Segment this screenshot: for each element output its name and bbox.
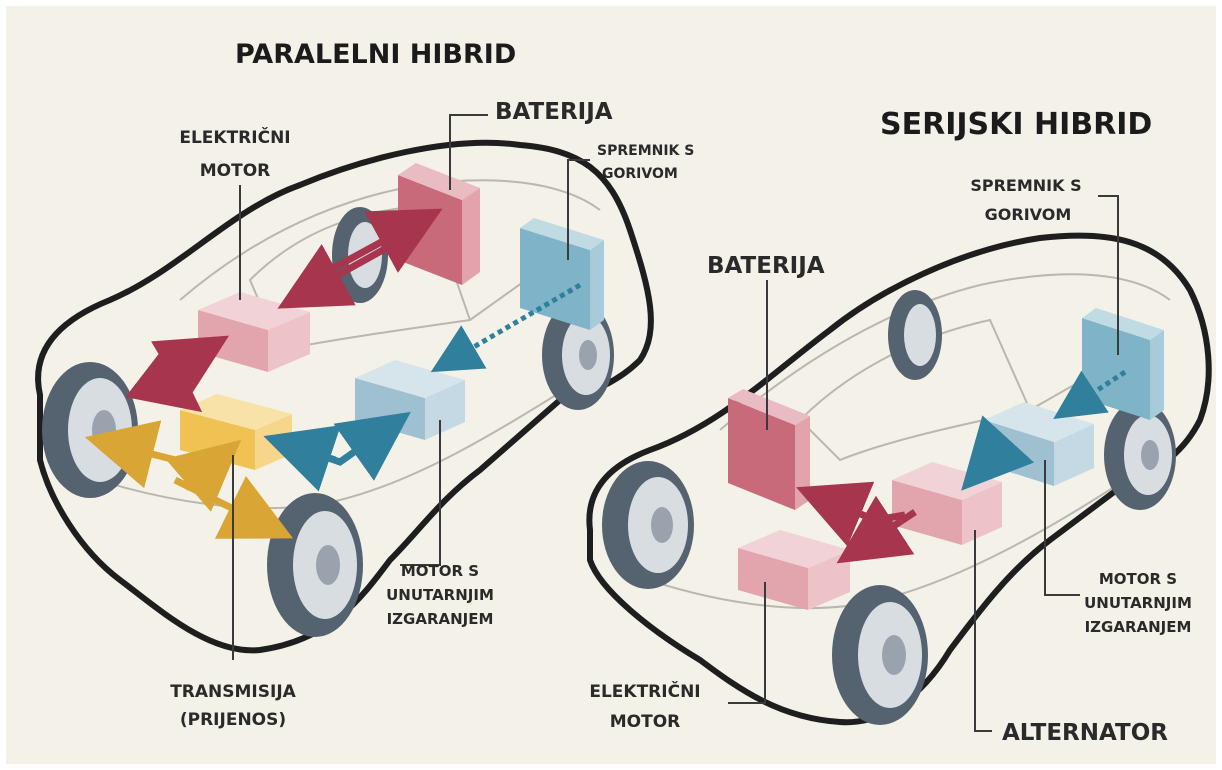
series-flow-arrows [796,369,1127,564]
leader-engine-series [1044,460,1080,596]
parallel-labels: ELEKTRIČNI MOTOR BATERIJA SPREMNIK S GOR… [170,99,694,730]
label-engine-series-line2: UNUTARNJIM [1084,594,1192,612]
parallel-car-outline [35,139,654,654]
label-electric-motor-series-line2: MOTOR [610,712,681,732]
series-electric-motor-block [738,530,850,610]
arrow-wheel-to-trans [165,439,242,512]
series-front-right-wheel [832,585,928,725]
series-labels: BATERIJA SPREMNIK S GORIVOM MOTOR S UNUT… [589,176,1192,746]
label-engine-series-line3: IZGARANJEM [1085,618,1192,636]
arrow-motor-to-battery [328,208,443,274]
label-fuel-tank-series-line1: SPREMNIK S [970,176,1081,195]
series-hybrid-panel: SERIJSKI HIBRID [586,107,1212,746]
parallel-front-left-wheel [42,362,138,498]
label-electric-motor-series-line1: ELEKTRIČNI [589,680,700,702]
label-battery: BATERIJA [495,99,613,125]
label-fuel-tank-series-line2: GORIVOM [985,205,1072,224]
leader-fuel-tank-series [1098,195,1119,355]
arrow-fuel-to-engine-series [1053,369,1127,419]
label-engine-line1: MOTOR S [401,562,479,580]
label-alternator: ALTERNATOR [1002,720,1168,746]
arrow-alternator-to-motor [836,495,917,564]
arrow-engine-to-alternator [961,415,1035,491]
label-transmission-line1: TRANSMISIJA [170,682,296,702]
series-rear-right-wheel [1104,400,1176,510]
leader-electric-motor-series [728,582,766,704]
parallel-hybrid-panel: PARALELNI HIBRID [35,39,694,730]
parallel-flow-arrows [84,208,582,539]
label-battery-series: BATERIJA [707,253,825,279]
arrow-fuel-to-engine [430,282,582,373]
arrow-motor-transmission-down [125,341,203,413]
label-engine-line3: IZGARANJEM [387,610,494,628]
leader-alternator [974,530,992,732]
series-car-illustration [586,232,1212,726]
parallel-car-body-line [69,379,581,510]
label-fuel-tank-line2: GORIVOM [602,166,678,182]
label-engine-series-line1: MOTOR S [1099,570,1177,588]
label-engine-line2: UNUTARNJIM [386,586,494,604]
series-car-outline [586,232,1212,726]
label-fuel-tank-line1: SPREMNIK S [597,143,694,159]
series-hybrid-title: SERIJSKI HIBRID [880,107,1152,142]
label-transmission-line2: (PRIJENOS) [180,710,286,730]
label-electric-motor-line1: ELEKTRIČNI [179,126,290,148]
leader-fuel-tank [567,159,590,260]
parallel-leader-lines [232,114,590,660]
series-front-left-wheel [602,461,694,589]
series-leader-lines [728,195,1119,732]
parallel-fuel-tank-block [520,218,604,330]
series-battery-block [728,389,810,510]
series-rear-left-wheel [888,290,942,380]
arrow-engine-transmission-2 [263,425,341,492]
leader-battery [449,114,488,190]
parallel-rear-right-wheel [542,300,614,410]
leader-engine [400,420,441,566]
label-electric-motor-line2: MOTOR [200,161,271,181]
parallel-front-right-wheel [267,493,363,637]
parallel-hybrid-title: PARALELNI HIBRID [235,39,516,70]
